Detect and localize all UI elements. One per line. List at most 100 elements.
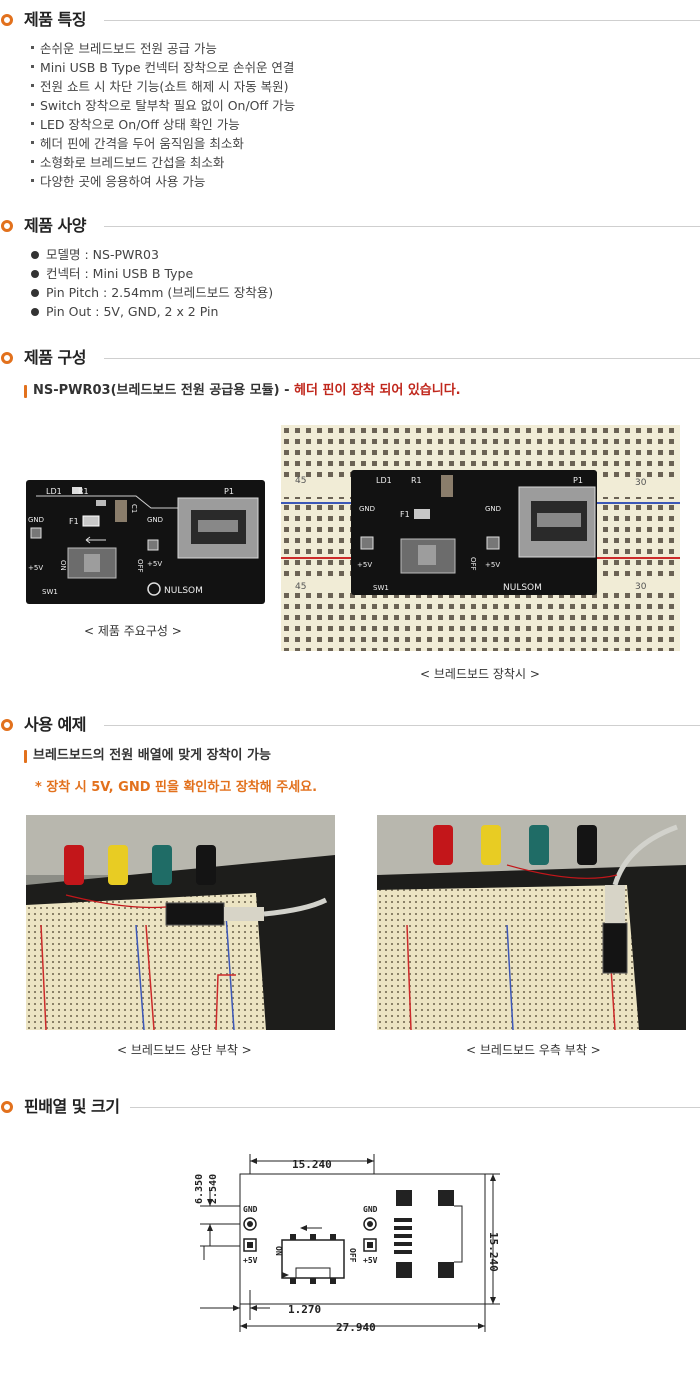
- c1-label: C1: [130, 504, 138, 513]
- on-label: ON: [274, 1246, 283, 1256]
- dim-left-b-label: 2.540: [208, 1174, 219, 1204]
- p1-label: P1: [224, 487, 234, 496]
- usage-subtitle: 브레드보드의 전원 배열에 맞게 장착이 가능: [33, 748, 271, 763]
- feature-item: 헤더 핀에 간격을 두어 움직임을 최소화: [31, 135, 244, 153]
- brand-logo-text: NULSOM: [503, 583, 542, 593]
- breadboard-number: 30: [635, 478, 647, 488]
- composition-subtitle: NS-PWR03(브레드보드 전원 공급용 모듈) - 헤더 핀이 장착 되어 …: [33, 383, 461, 399]
- breadboard-image: 45 45 30 30 LD1 R1 F1 GND +5V OFF SW1 GN…: [281, 425, 680, 651]
- f1-label: F1: [400, 510, 410, 519]
- usage-photo-right-image: [377, 815, 686, 1030]
- plus5v-label: +5V: [243, 1256, 258, 1265]
- plus5v-label-right: +5V: [363, 1256, 378, 1265]
- usage-photo-top-image: [26, 815, 335, 1030]
- bullet-icon: [31, 65, 34, 68]
- section-bullet-icon: [1, 14, 13, 26]
- bullet-icon: [31, 141, 34, 144]
- feature-text: 헤더 핀에 간격을 두어 움직임을 최소화: [40, 136, 244, 151]
- sw1-label: SW1: [373, 584, 389, 592]
- subtitle-text: NS-PWR03(브레드보드 전원 공급용 모듈) -: [33, 383, 295, 398]
- gnd-label-right: GND: [147, 516, 163, 524]
- section-title: 제품 특징: [24, 10, 86, 29]
- spec-text: Pin Pitch : 2.54mm (브레드보드 장착용): [46, 285, 274, 300]
- dimension-drawing: 15.240 6.350 2.540 15.240 1.270 27.940 G…: [190, 1150, 510, 1335]
- subtitle-highlight: 헤더 핀이 장착 되어 있습니다.: [294, 383, 461, 398]
- gnd-label-right: GND: [363, 1205, 378, 1214]
- feature-text: 다양한 곳에 응용하여 사용 가능: [40, 174, 206, 189]
- dim-right-label: 15.240: [487, 1232, 500, 1272]
- f1-label: F1: [69, 517, 79, 526]
- off-label: OFF: [348, 1248, 357, 1263]
- feature-text: Switch 장착으로 탈부착 필요 없이 On/Off 가능: [40, 98, 296, 113]
- feature-text: 손쉬운 브레드보드 전원 공급 가능: [40, 41, 217, 56]
- r1-label: R1: [411, 476, 422, 485]
- spec-text: 컨넥터 : Mini USB B Type: [46, 266, 194, 281]
- usage-note: * 장착 시 5V, GND 핀을 확인하고 장착해 주세요.: [35, 780, 318, 795]
- plus5v-label: +5V: [28, 564, 43, 572]
- section-divider: [104, 226, 700, 227]
- off-label: OFF: [136, 559, 144, 573]
- section-bullet-icon: [1, 1101, 13, 1113]
- plus5v-label-right: +5V: [485, 561, 500, 569]
- product-photo: LD1 R1 C1 F1 GND +5V ON OFF SW1 GND +5V …: [26, 480, 265, 604]
- section-divider: [104, 20, 700, 21]
- section-features-header: 제품 특징: [0, 9, 700, 31]
- section-specs-header: 제품 사양: [0, 215, 700, 237]
- spec-item: Pin Out : 5V, GND, 2 x 2 Pin: [31, 303, 218, 321]
- bullet-icon: [31, 250, 39, 259]
- r1-label: R1: [78, 487, 89, 496]
- bullet-icon: [31, 179, 34, 182]
- section-title: 제품 구성: [24, 348, 86, 367]
- section-bullet-icon: [1, 220, 13, 232]
- bullet-icon: [31, 122, 34, 125]
- caption-usage-right: < 브레드보드 우측 부착 >: [466, 1043, 601, 1057]
- spec-text: Pin Out : 5V, GND, 2 x 2 Pin: [46, 304, 219, 319]
- subtitle-bar-icon: [24, 750, 27, 763]
- spec-text: 모델명 : NS-PWR03: [46, 247, 159, 262]
- feature-item: 전원 쇼트 시 차단 기능(쇼트 해제 시 자동 복원): [31, 78, 289, 96]
- section-divider: [104, 358, 700, 359]
- pcb-board-image: LD1 R1 C1 F1 GND +5V ON OFF SW1 GND +5V …: [26, 480, 265, 604]
- feature-item: Switch 장착으로 탈부착 필요 없이 On/Off 가능: [31, 97, 295, 115]
- section-title: 핀배열 및 크기: [24, 1097, 120, 1116]
- section-pinout-header: 핀배열 및 크기: [0, 1096, 700, 1118]
- caption-breadboard: < 브레드보드 장착시 >: [420, 667, 540, 681]
- breadboard-number: 30: [635, 582, 647, 592]
- bullet-icon: [31, 46, 34, 49]
- bullet-icon: [31, 103, 34, 106]
- dim-left-a-label: 6.350: [194, 1174, 205, 1204]
- feature-item: LED 장착으로 On/Off 상태 확인 가능: [31, 116, 240, 134]
- gnd-label-right: GND: [485, 505, 501, 513]
- sw1-label: SW1: [42, 588, 58, 596]
- feature-text: 소형화로 브레드보드 간섭을 최소화: [40, 155, 225, 170]
- gnd-label: GND: [28, 516, 44, 524]
- section-title: 사용 예제: [24, 715, 86, 734]
- section-bullet-icon: [1, 352, 13, 364]
- spec-item: 모델명 : NS-PWR03: [31, 246, 159, 264]
- section-usage-header: 사용 예제: [0, 714, 700, 736]
- dim-bottom-small-label: 1.270: [288, 1303, 321, 1316]
- gnd-label: GND: [243, 1205, 258, 1214]
- caption-product: < 제품 주요구성 >: [84, 624, 182, 638]
- breadboard-mounted-photo: 45 45 30 30 LD1 R1 F1 GND +5V OFF SW1 GN…: [281, 425, 680, 651]
- spec-item: 컨넥터 : Mini USB B Type: [31, 265, 193, 283]
- section-bullet-icon: [1, 719, 13, 731]
- plus5v-label: +5V: [357, 561, 372, 569]
- section-divider: [130, 1107, 700, 1108]
- gnd-label: GND: [359, 505, 375, 513]
- feature-item: 손쉬운 브레드보드 전원 공급 가능: [31, 40, 217, 58]
- bullet-icon: [31, 307, 39, 316]
- breadboard-number: 45: [295, 582, 306, 592]
- feature-item: 소형화로 브레드보드 간섭을 최소화: [31, 154, 224, 172]
- plus5v-label-right: +5V: [147, 560, 162, 568]
- p1-label: P1: [573, 476, 583, 485]
- feature-text: 전원 쇼트 시 차단 기능(쇼트 해제 시 자동 복원): [40, 79, 289, 94]
- feature-text: Mini USB B Type 컨넥터 장착으로 손쉬운 연결: [40, 60, 295, 75]
- brand-logo-text: NULSOM: [164, 586, 203, 596]
- dim-top-label: 15.240: [292, 1158, 332, 1171]
- on-label: ON: [59, 560, 67, 571]
- section-title: 제품 사양: [24, 216, 86, 235]
- off-label: OFF: [469, 557, 477, 571]
- dim-bottom-label: 27.940: [336, 1321, 376, 1334]
- bullet-icon: [31, 288, 39, 297]
